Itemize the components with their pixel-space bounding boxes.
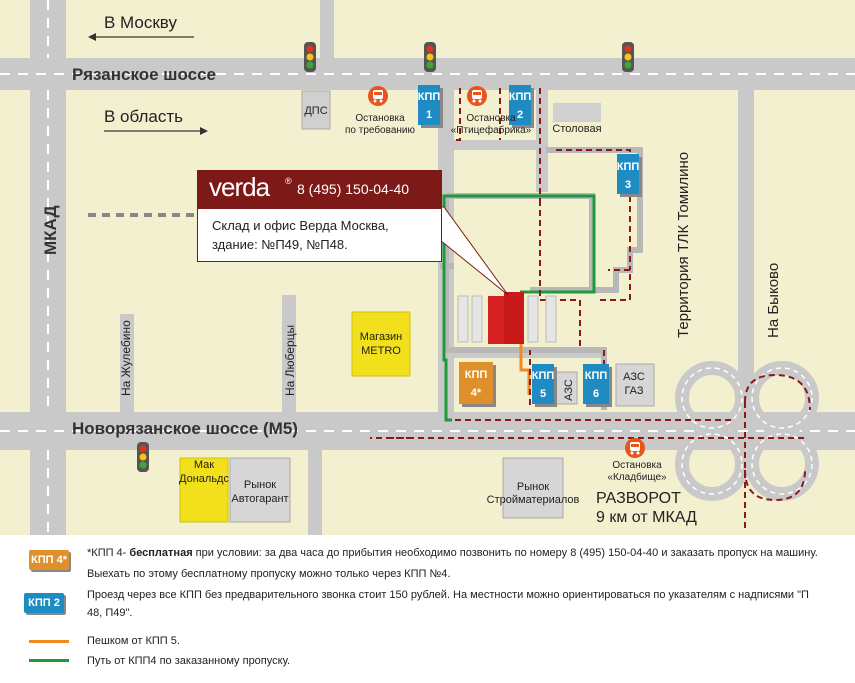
legend-row1-rest: при условии: за два часа до прибытия нео… [192, 547, 818, 559]
arrow-left-icon [88, 33, 194, 41]
svg-text:5: 5 [540, 388, 546, 400]
metro-label-2: METRO [361, 345, 401, 357]
kpp-4: КПП 4* [459, 362, 496, 407]
stroy-label-2: Стройматериалов [487, 494, 580, 506]
mac-label-2: Дональдс [179, 473, 229, 485]
razvorot-label-1: РАЗВОРОТ [596, 490, 681, 507]
callout-line-2: здание: №П49, №П48. [212, 237, 348, 252]
svg-text:КПП: КПП [585, 370, 608, 382]
legend-row-3-line-1: Проезд через все КПП без предварительног… [87, 589, 809, 601]
legend-row-1: *КПП 4- бесплатная при условии: за два ч… [87, 545, 818, 561]
svg-text:КПП: КПП [532, 370, 555, 382]
traffic-light-icon [137, 442, 149, 472]
traffic-light-icon [622, 42, 634, 72]
stop-demand-label-1: Остановка [355, 113, 405, 124]
svg-text:4*: 4* [471, 387, 482, 399]
legend-kpp2-badge: КПП 2 [24, 593, 64, 613]
direction-oblast-label: В область [104, 107, 183, 126]
mac-label-1: Мак [194, 459, 214, 471]
kpp-3: КПП 3 [617, 154, 642, 197]
dps-label: ДПС [304, 105, 327, 117]
stolovaya-label: Столовая [552, 123, 601, 135]
avtogarant-label-1: Рынок [244, 479, 276, 491]
azs-label: АЗС [563, 379, 575, 401]
stroy-label-1: Рынок [517, 481, 549, 493]
avtogarant-label-2: Автогарант [231, 493, 288, 505]
svg-text:КПП: КПП [617, 161, 640, 173]
kpp-6: КПП 6 [583, 364, 612, 407]
verda-logo: verda [209, 172, 270, 202]
svg-text:3: 3 [625, 179, 631, 191]
razvorot-label-2: 9 км от МКАД [596, 509, 697, 526]
direction-lyubertsy-label: На Люберцы [283, 325, 297, 396]
car-routes [370, 88, 811, 530]
azs-gaz-label-1: АЗС [623, 371, 645, 383]
legend-row-2: Выехать по этому бесплатному пропуску мо… [87, 568, 451, 580]
legend-row1-bold: бесплатная [129, 547, 193, 559]
road-mkad-label: МКАД [41, 205, 60, 255]
map-canvas: ДПС Столовая Магазин METRO Мак Дональдс … [0, 0, 855, 535]
direction-tomilino-label: Территория ТЛК Томилино [675, 152, 692, 338]
legend-green-line [29, 659, 69, 662]
bus-stop-icon [625, 438, 645, 458]
traffic-light-icon [304, 42, 316, 72]
legend-row-3-line-2: 48, П49". [87, 607, 133, 619]
legend: КПП 4* *КПП 4- бесплатная при условии: з… [0, 535, 855, 683]
legend-row1-prefix: *КПП 4- [87, 547, 130, 559]
road-novoryazanskoe-label: Новорязанское шоссе (М5) [72, 419, 298, 438]
road-ryazanskoe-label: Рязанское шоссе [72, 65, 216, 84]
svg-text:КПП: КПП [418, 91, 441, 103]
callout-phone: 8 (495) 150-04-40 [297, 181, 410, 197]
svg-text:1: 1 [426, 109, 432, 121]
callout-header: verda ® 8 (495) 150-04-40 [197, 170, 442, 208]
stop-kladb-label-2: «Кладбище» [607, 471, 667, 483]
direction-moscow-label: В Москву [104, 13, 177, 32]
traffic-light-icon [424, 42, 436, 72]
arrow-right-icon [104, 127, 208, 135]
buildings: ДПС Столовая Магазин METRO Мак Дональдс … [179, 90, 655, 523]
kpp-5: КПП 5 [532, 364, 557, 407]
bus-stop-icon [368, 86, 388, 106]
bus-stop-icon [467, 86, 487, 106]
callout-body: Склад и офис Верда Москва, здание: №П49,… [197, 208, 442, 262]
azs-gaz-label-2: ГАЗ [624, 385, 643, 397]
verda-callout: verda ® 8 (495) 150-04-40 Склад и офис В… [197, 170, 444, 262]
kpp-2: КПП 2 [509, 85, 534, 128]
svg-text:КПП: КПП [465, 369, 488, 381]
verda-building [488, 292, 524, 344]
legend-row-4: Пешком от КПП 5. [87, 635, 180, 647]
registered-mark: ® [285, 176, 292, 186]
legend-orange-line [29, 640, 69, 643]
metro-label-1: Магазин [360, 331, 402, 343]
direction-zhulebino-label: На Жулебино [119, 320, 133, 396]
svg-text:2: 2 [517, 109, 523, 121]
callout-line-1: Склад и офис Верда Москва, [212, 218, 389, 233]
kpp-1: КПП 1 [418, 85, 443, 128]
warehouse-blocks [457, 295, 557, 343]
path-from-kpp4 [442, 194, 596, 422]
svg-text:6: 6 [593, 388, 599, 400]
stop-kladb-label-1: Остановка [612, 460, 662, 471]
map: ДПС Столовая Магазин METRO Мак Дональдс … [0, 0, 855, 535]
svg-text:КПП: КПП [509, 91, 532, 103]
stop-ptitse-label-1: Остановка [466, 113, 516, 124]
direction-bykovo-label: На Быково [765, 263, 782, 338]
stop-ptitse-label-2: «Птицефабрика» [451, 124, 532, 136]
stop-demand-label-2: по требованию [345, 124, 416, 136]
legend-row-5: Путь от КПП4 по заказанному пропуску. [87, 655, 291, 667]
legend-kpp4-badge: КПП 4* [29, 550, 69, 570]
